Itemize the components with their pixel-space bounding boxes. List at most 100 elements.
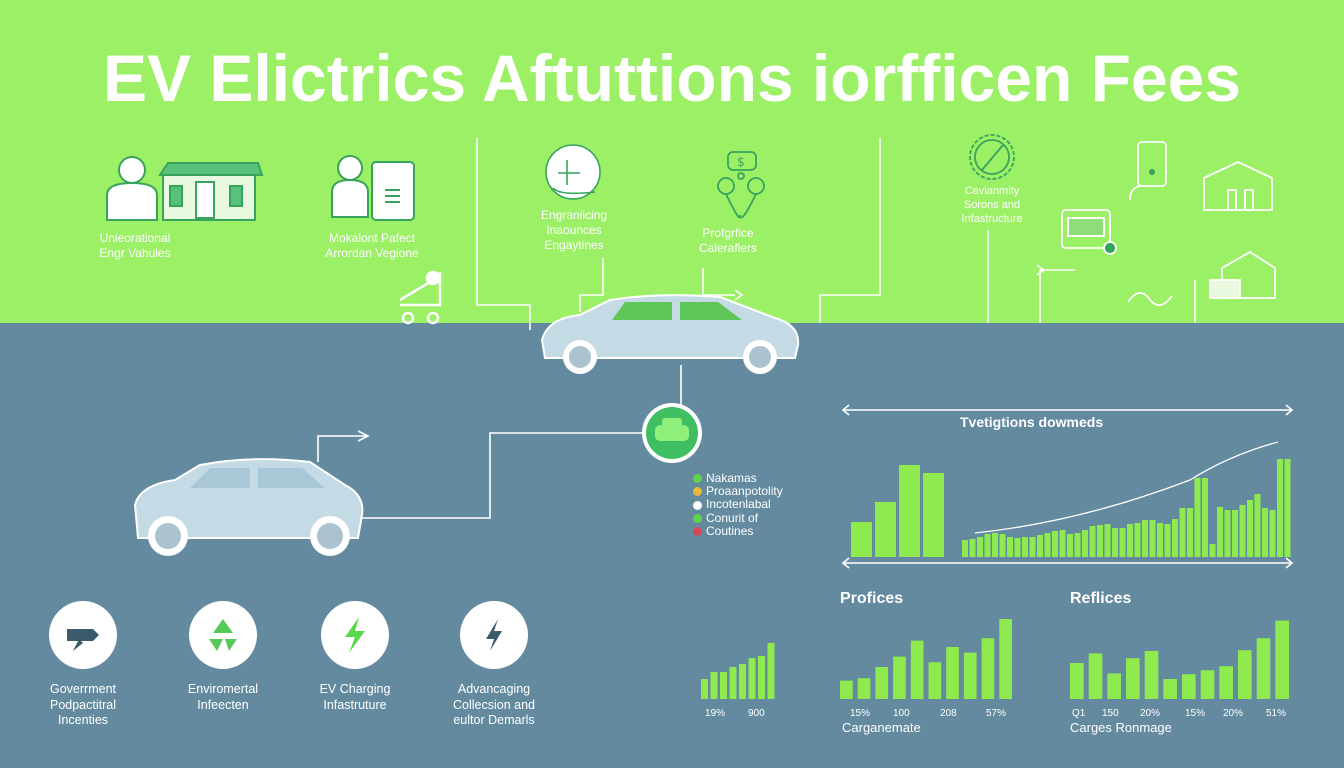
bar [1254, 494, 1261, 557]
bar [1200, 670, 1215, 699]
bar [1163, 679, 1177, 699]
bar [1224, 510, 1231, 557]
bar [984, 534, 991, 557]
bar [1164, 524, 1171, 557]
tick-label: 19% [705, 708, 726, 719]
bar [729, 667, 737, 699]
tick-label: 15% [1185, 708, 1206, 719]
bar [999, 534, 1006, 557]
tick-label: 20% [1223, 708, 1244, 719]
dial-icon [545, 144, 601, 200]
bar [1149, 520, 1156, 557]
money-network-icon: $ [717, 151, 765, 219]
bar [1157, 523, 1163, 557]
gear-leaf-icon [969, 134, 1015, 180]
tick-label: 15% [850, 708, 871, 719]
legend-item: Conurit of [693, 511, 783, 525]
bar [851, 522, 872, 557]
bar [1239, 505, 1246, 557]
bar [1107, 673, 1121, 699]
bar [1179, 508, 1186, 557]
bar [910, 640, 924, 699]
top-panel [0, 0, 1344, 323]
tick-label: 51% [1266, 708, 1287, 719]
chart-title-profices: Profices [840, 590, 904, 607]
bar [1182, 674, 1196, 699]
lightning-icon [321, 601, 389, 669]
bar [1219, 666, 1233, 699]
bar [1007, 537, 1013, 557]
bar [875, 667, 889, 699]
chart-axis-arrows [841, 404, 1294, 569]
bar [1059, 530, 1066, 557]
bar [1029, 537, 1036, 557]
x-axis-label: Carges Ronmage [1070, 720, 1172, 735]
bar [1275, 620, 1289, 699]
bar [1074, 533, 1081, 557]
bar [1022, 537, 1028, 557]
bar [1284, 459, 1291, 557]
tick-label: Q1 [1072, 708, 1086, 719]
tick-label: 100 [893, 708, 910, 719]
trend-line [974, 441, 1279, 534]
bar [1104, 524, 1111, 557]
bar [720, 672, 727, 699]
bar [1070, 663, 1084, 699]
bar [1247, 500, 1253, 557]
bar [981, 638, 995, 699]
bar [893, 656, 906, 699]
svg-text:$: $ [737, 155, 745, 169]
arrow-bolt-icon [49, 601, 117, 669]
bar [875, 502, 896, 557]
bar [1082, 530, 1088, 557]
car-icon-bottom [133, 458, 364, 556]
charging-station-icon [1061, 209, 1117, 255]
legend-item: Coutines [693, 524, 783, 538]
house-icon [1203, 161, 1273, 211]
bar [701, 679, 708, 699]
bar [1127, 524, 1133, 557]
bolt-icon [460, 601, 528, 669]
ev-hub-icon [642, 403, 702, 463]
bar [710, 672, 718, 699]
recycle-icon [189, 601, 257, 669]
bar [1256, 638, 1271, 699]
person-house-icon [106, 156, 264, 221]
bar [1088, 653, 1103, 699]
bar [857, 678, 871, 699]
bar [1194, 478, 1201, 557]
tick-label: 57% [986, 708, 1007, 719]
bar [946, 647, 959, 699]
legend: Nakamas Proaanpotolity Incotenlabal Conu… [693, 471, 783, 538]
bar [963, 652, 977, 699]
bar [1172, 519, 1178, 557]
chart-title-reflices: Reflices [1070, 590, 1132, 607]
bar [969, 539, 976, 557]
phone-charger-icon [1129, 141, 1167, 201]
bar-marks [701, 459, 1291, 699]
car-icon-top [540, 294, 800, 374]
chart-title-main: Tvetigtions dowmeds [960, 414, 1104, 430]
person-tablet-icon [331, 155, 415, 221]
bar [748, 658, 756, 699]
bar [767, 643, 775, 699]
bar [1238, 650, 1252, 699]
bar [1014, 538, 1021, 557]
page-title: EV Elictrics Aftuttions iorfficen Fees [102, 41, 1242, 115]
bar [992, 533, 998, 557]
tick-label: 150 [1102, 708, 1119, 719]
bar [1232, 510, 1238, 557]
bar [1097, 525, 1103, 557]
bar [758, 656, 765, 699]
bar [739, 664, 746, 699]
bar [1134, 523, 1141, 557]
bar [1277, 459, 1283, 557]
legend-item: Incotenlabal [693, 498, 783, 511]
